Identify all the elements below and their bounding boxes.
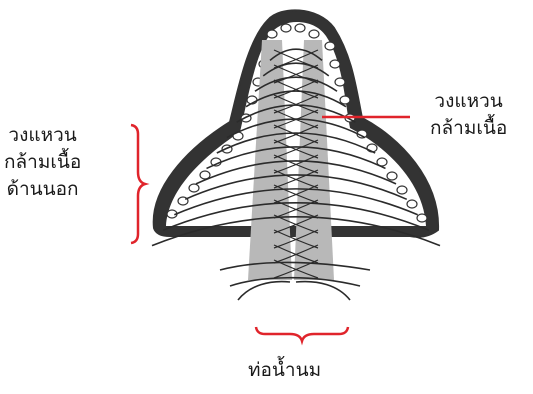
- edge-scallop: [330, 60, 340, 68]
- inner-ring-label-line2: กล้ามเนื้อ: [430, 115, 507, 142]
- edge-scallop: [340, 96, 350, 104]
- inner-ring-label: วงแหวน กล้ามเนื้อ: [430, 88, 507, 142]
- outer-ring-label-line1: วงแหวน: [4, 122, 81, 149]
- edge-scallop: [335, 78, 345, 86]
- outer-ring-label: วงแหวน กล้ามเนื้อ ด้านนอก: [4, 122, 81, 203]
- outer-ring-label-line3: ด้านนอก: [4, 176, 81, 203]
- edge-scallop: [397, 186, 407, 194]
- edge-scallop: [417, 214, 427, 222]
- edge-scallop: [281, 24, 291, 32]
- edge-scallop: [267, 30, 277, 38]
- outer-ring-brace: [131, 125, 145, 243]
- edge-scallop: [189, 184, 199, 192]
- inner-body: [166, 22, 426, 226]
- edge-scallop: [325, 42, 335, 50]
- edge-scallop: [407, 200, 417, 208]
- edge-scallop: [387, 172, 397, 180]
- edge-scallop: [295, 24, 305, 32]
- outer-ring-label-line2: กล้ามเนื้อ: [4, 149, 81, 176]
- edge-scallop: [309, 30, 319, 38]
- inner-ring-label-line1: วงแหวน: [430, 88, 507, 115]
- milk-duct-label: ท่อน้ำนม: [248, 357, 321, 384]
- milk-duct-brace: [256, 327, 348, 341]
